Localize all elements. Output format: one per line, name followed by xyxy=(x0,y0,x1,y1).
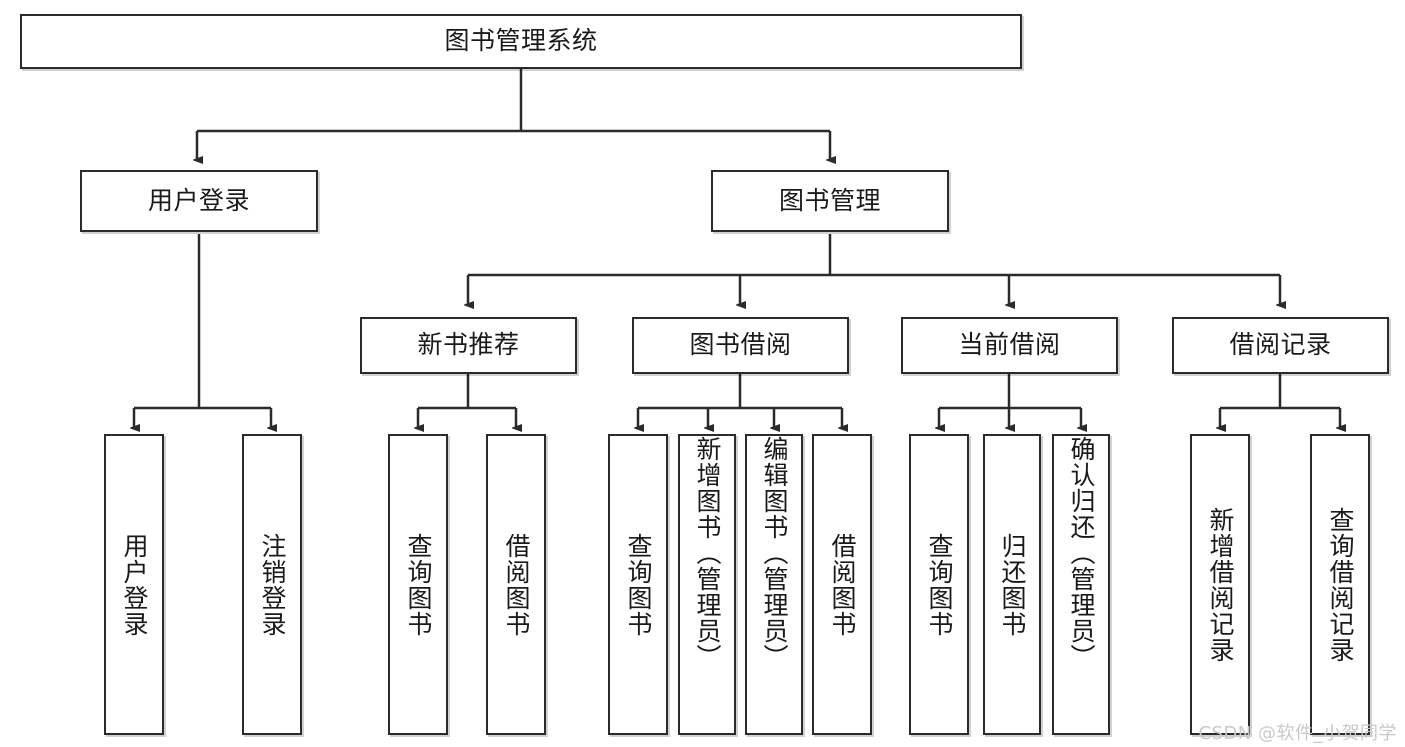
node-book-borrow[interactable]: 图书借阅 xyxy=(632,317,849,374)
leaf-borrow-record-query[interactable]: 查询借阅记录 xyxy=(1310,434,1370,735)
node-label: 新增借阅记录 xyxy=(1206,506,1235,663)
node-label: 查询借阅记录 xyxy=(1326,506,1355,663)
node-label: 确认归还（管理员） xyxy=(1067,436,1096,670)
leaf-book-borrow-edit[interactable]: 编辑图书（管理员） xyxy=(745,434,803,735)
node-current-borrow[interactable]: 当前借阅 xyxy=(901,317,1118,374)
node-label: 编辑图书（管理员） xyxy=(760,436,789,670)
node-label: 归还图书 xyxy=(998,532,1027,637)
node-label: 用户登录 xyxy=(147,185,250,215)
node-root-system[interactable]: 图书管理系统 xyxy=(20,14,1022,69)
node-label: 用户登录 xyxy=(120,532,149,637)
node-label: 借阅记录 xyxy=(1229,330,1332,360)
leaf-borrow-record-add[interactable]: 新增借阅记录 xyxy=(1190,434,1250,735)
node-book-management[interactable]: 图书管理 xyxy=(711,170,949,232)
node-label: 图书管理 xyxy=(778,185,881,215)
node-borrow-record[interactable]: 借阅记录 xyxy=(1172,317,1389,374)
leaf-book-borrow-add[interactable]: 新增图书（管理员） xyxy=(678,434,736,735)
leaf-book-borrow-query[interactable]: 查询图书 xyxy=(608,434,668,735)
node-label: 图书借阅 xyxy=(689,330,792,360)
node-label: 当前借阅 xyxy=(958,330,1061,360)
node-label: 查询图书 xyxy=(624,532,653,637)
node-new-book-recommend[interactable]: 新书推荐 xyxy=(360,317,577,374)
node-label: 借阅图书 xyxy=(502,532,531,637)
leaf-new-book-query[interactable]: 查询图书 xyxy=(388,434,448,735)
node-label: 新增图书（管理员） xyxy=(693,436,722,670)
leaf-current-borrow-return[interactable]: 归还图书 xyxy=(983,434,1041,735)
node-label: 注销登录 xyxy=(258,532,287,637)
leaf-new-book-borrow[interactable]: 借阅图书 xyxy=(486,434,546,735)
csdn-watermark: CSDN @软件_小贺同学 xyxy=(1198,723,1397,744)
leaf-book-borrow-borrow[interactable]: 借阅图书 xyxy=(812,434,872,735)
node-label: 图书管理系统 xyxy=(444,26,598,56)
node-user-login[interactable]: 用户登录 xyxy=(80,170,318,232)
leaf-user-login-login[interactable]: 用户登录 xyxy=(104,434,164,735)
node-label: 借阅图书 xyxy=(828,532,857,637)
node-label: 查询图书 xyxy=(404,532,433,637)
leaf-user-login-logout[interactable]: 注销登录 xyxy=(242,434,302,735)
leaf-current-borrow-confirm[interactable]: 确认归还（管理员） xyxy=(1052,434,1110,735)
node-label: 查询图书 xyxy=(925,532,954,637)
node-label: 新书推荐 xyxy=(417,330,520,360)
leaf-current-borrow-query[interactable]: 查询图书 xyxy=(909,434,969,735)
